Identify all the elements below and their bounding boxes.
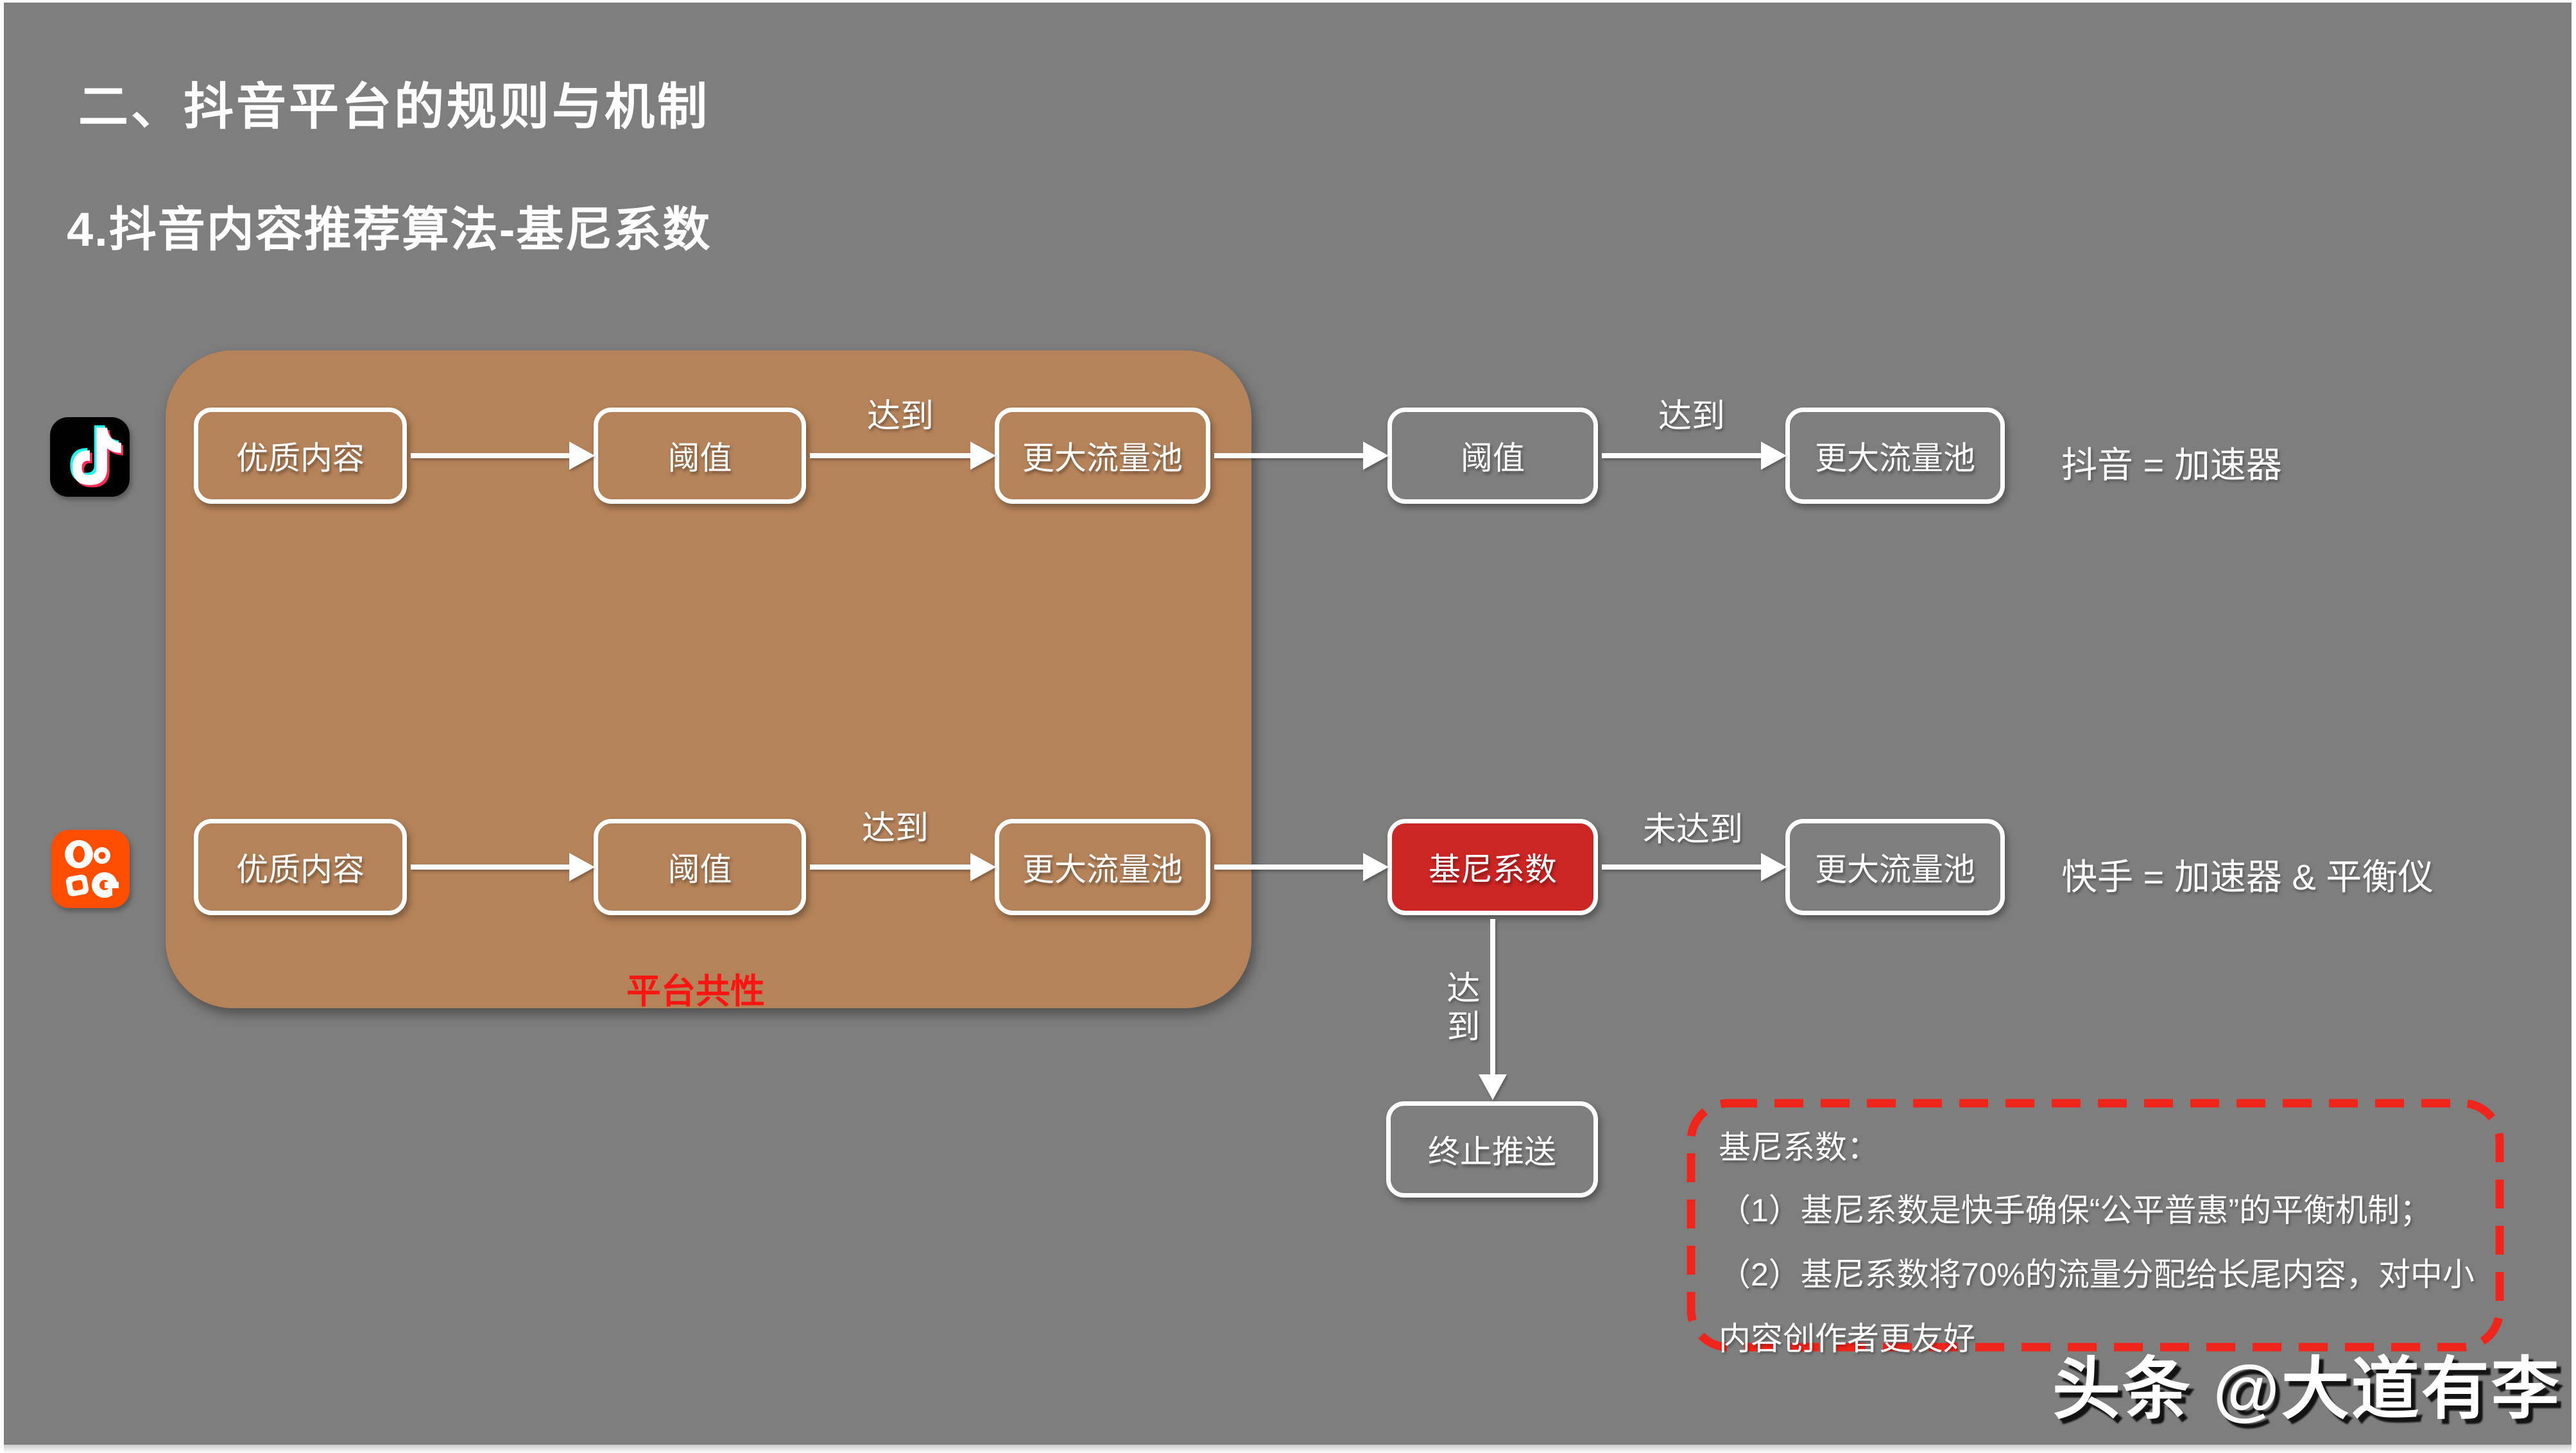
node-label: 终止推送 [1428, 1134, 1556, 1170]
kuaishou-node-gini-coefficient: 基尼系数 [1387, 819, 1598, 915]
douyin-node-threshold-2: 阈值 [1387, 408, 1598, 504]
gini-note-title: 基尼系数： [1719, 1130, 1879, 1165]
kuaishou-app-icon [51, 830, 130, 908]
watermark: 头条 @大道有李 [2052, 1352, 2561, 1427]
kuaishou-summary: 快手 = 加速器 & 平衡仪 [2061, 857, 2434, 897]
gini-note-box [1687, 1099, 2504, 1352]
gini-note-point-2-cont: 内容创作者更友好 [1719, 1321, 1975, 1357]
gini-note-point-2: （2）基尼系数将70%的流量分配给长尾内容，对中小 [1719, 1257, 2475, 1293]
common-zone-label: 平台共性 [626, 972, 765, 1011]
node-label: 更大流量池 [1815, 440, 1975, 476]
arrow-head-down-icon [1479, 1074, 1507, 1100]
dashed-border [1687, 1099, 2504, 1352]
arrow-head-icon [970, 442, 996, 470]
node-label: 阈值 [1461, 440, 1525, 476]
node-label: 阈值 [667, 852, 732, 888]
kuaishou-node-bigger-pool-1: 更大流量池 [995, 819, 1210, 915]
arrow-head-icon [1761, 442, 1787, 470]
douyin-app-icon [50, 417, 130, 497]
kuaishou-edge-label-not-reached: 未达到 [1642, 811, 1743, 848]
arrow-line [1214, 864, 1363, 870]
arrow-line [810, 864, 970, 870]
node-label: 阈值 [667, 440, 732, 476]
arrow-line [411, 453, 569, 458]
page-subtitle: 4.抖音内容推荐算法-基尼系数 [67, 203, 712, 256]
arrow-head-icon [1363, 442, 1389, 470]
douyin-edge-label-reached-1: 达到 [866, 398, 934, 435]
douyin-node-threshold-1: 阈值 [594, 408, 806, 504]
kuaishou-node-bigger-pool-2: 更大流量池 [1785, 819, 2005, 915]
douyin-note-icon [56, 422, 124, 492]
slide-bottom-edge [4, 1445, 2572, 1453]
page-title: 二、抖音平台的规则与机制 [78, 78, 710, 135]
node-label: 优质内容 [236, 852, 365, 888]
node-label: 更大流量池 [1022, 852, 1183, 888]
kuaishou-branch-label-reached: 达到 [1441, 970, 1479, 1047]
kuaishou-camera-icon [58, 836, 123, 903]
node-label: 基尼系数 [1429, 852, 1557, 888]
kuaishou-node-quality-content: 优质内容 [194, 819, 407, 915]
arrow-line [810, 453, 970, 458]
arrow-head-icon [970, 853, 996, 881]
kuaishou-node-threshold: 阈值 [594, 819, 806, 915]
node-label: 更大流量池 [1022, 440, 1183, 476]
douyin-node-quality-content: 优质内容 [194, 408, 407, 504]
arrow-line [1602, 453, 1761, 458]
arrow-line [1214, 453, 1363, 458]
arrow-line [411, 864, 569, 870]
node-label: 优质内容 [236, 440, 365, 476]
node-label: 更大流量池 [1815, 852, 1975, 888]
arrow-line-vertical [1490, 919, 1495, 1076]
arrow-head-icon [569, 853, 595, 881]
kuaishou-edge-label-reached: 达到 [861, 810, 929, 847]
douyin-summary: 抖音 = 加速器 [2061, 445, 2282, 485]
arrow-head-icon [1363, 853, 1389, 881]
douyin-edge-label-reached-2: 达到 [1658, 398, 1725, 435]
kuaishou-node-stop-push: 终止推送 [1386, 1101, 1598, 1198]
common-zone [166, 350, 1251, 1008]
arrow-head-icon [569, 442, 595, 470]
arrow-line [1602, 864, 1761, 870]
arrow-head-icon [1761, 853, 1787, 881]
douyin-node-bigger-pool-1: 更大流量池 [995, 408, 1210, 504]
gini-note-point-1: （1）基尼系数是快手确保“公平普惠”的平衡机制； [1719, 1192, 2432, 1228]
douyin-node-bigger-pool-2: 更大流量池 [1785, 408, 2005, 504]
